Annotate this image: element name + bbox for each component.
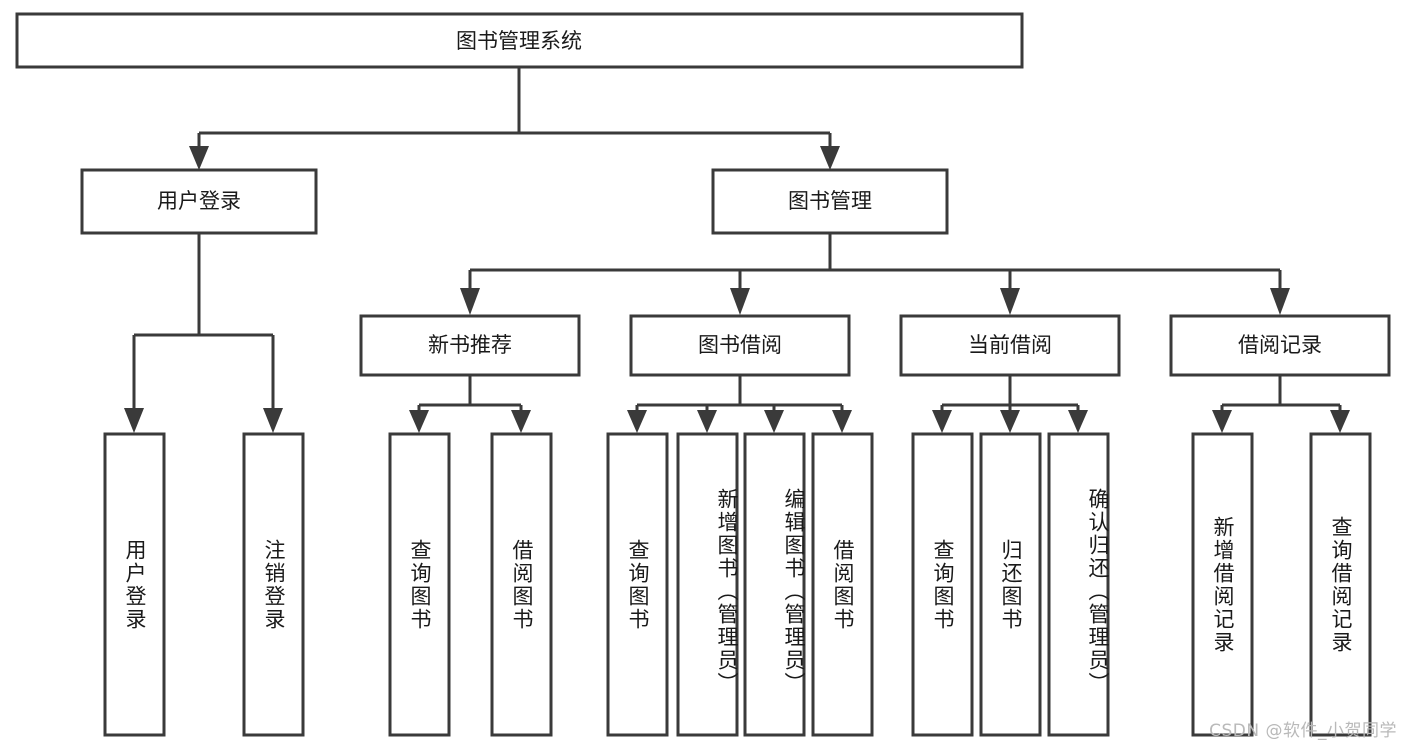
- node-root-box[interactable]: [15, 12, 1024, 69]
- node-user-login[interactable]: 用户登录: [80, 168, 318, 235]
- node-root[interactable]: 图书管理系统: [15, 12, 1024, 69]
- arrow-to-br-leaf-2: [1330, 410, 1350, 433]
- leaf-box-cb-return-book[interactable]: [979, 432, 1042, 737]
- arrow-to-nbr-leaf-2: [511, 410, 531, 433]
- node-book-borrow-label: 图书借阅: [698, 333, 782, 357]
- leaf-box-bb-add-book[interactable]: [676, 432, 739, 737]
- arrow-to-borrow-records: [1270, 288, 1290, 315]
- arrow-to-leaf-logout: [263, 408, 283, 433]
- arrow-to-current-borrow: [1000, 288, 1020, 315]
- connector-group-current-borrow: [932, 375, 1088, 433]
- leaf-box-nbr-query-book[interactable]: [388, 432, 451, 737]
- node-book-management[interactable]: 图书管理: [711, 168, 949, 235]
- arrow-to-bb-leaf-3: [764, 410, 784, 433]
- arrow-to-leaf-user-login: [124, 408, 144, 433]
- node-new-book-recommend-box[interactable]: [359, 314, 581, 377]
- arrow-to-cb-leaf-1: [932, 410, 952, 433]
- leaf-box-bb-edit-book[interactable]: [743, 432, 806, 737]
- arrow-to-cb-leaf-3: [1068, 410, 1088, 433]
- leaf-box-user-login[interactable]: [103, 432, 166, 737]
- leaf-box-cb-query-book[interactable]: [911, 432, 974, 737]
- node-borrow-records[interactable]: 借阅记录: [1169, 314, 1391, 377]
- csdn-watermark: CSDN @软件_小贺同学: [1209, 721, 1397, 741]
- connector-group-root: [189, 67, 840, 170]
- arrow-to-bb-leaf-4: [832, 410, 852, 433]
- arrow-to-br-leaf-1: [1212, 410, 1232, 433]
- node-user-login-box[interactable]: [80, 168, 318, 235]
- node-book-borrow[interactable]: 图书借阅: [629, 314, 851, 377]
- arrow-to-bb-leaf-1: [627, 410, 647, 433]
- arrow-to-bb-leaf-2: [697, 410, 717, 433]
- arrow-to-book-borrow: [730, 288, 750, 315]
- connector-group-book-mgmt: [460, 233, 1290, 315]
- connector-group-user-login: [124, 233, 283, 433]
- node-new-book-recommend-label: 新书推荐: [428, 333, 512, 357]
- node-current-borrow-box[interactable]: [899, 314, 1121, 377]
- node-book-borrow-box[interactable]: [629, 314, 851, 377]
- leaf-box-logout[interactable]: [242, 432, 305, 737]
- node-root-label: 图书管理系统: [456, 29, 582, 53]
- leaf-box-br-add-record[interactable]: [1191, 432, 1254, 737]
- arrow-to-cb-leaf-2: [1000, 410, 1020, 433]
- node-current-borrow-label: 当前借阅: [968, 333, 1052, 357]
- leaf-box-bb-borrow-book[interactable]: [811, 432, 874, 737]
- arrow-to-new-book-recommend: [460, 288, 480, 315]
- node-book-management-label: 图书管理: [788, 189, 872, 213]
- arrow-to-nbr-leaf-1: [409, 410, 429, 433]
- leaf-box-nbr-borrow-book[interactable]: [490, 432, 553, 737]
- node-new-book-recommend[interactable]: 新书推荐: [359, 314, 581, 377]
- node-borrow-records-box[interactable]: [1169, 314, 1391, 377]
- leaf-box-cb-confirm-return[interactable]: [1047, 432, 1110, 737]
- arrow-to-user-login: [189, 146, 209, 170]
- leaf-box-bb-query-book[interactable]: [606, 432, 669, 737]
- node-current-borrow[interactable]: 当前借阅: [899, 314, 1121, 377]
- connector-group-borrow-records: [1212, 375, 1350, 433]
- connector-group-new-book-recommend: [409, 375, 531, 433]
- connector-group-book-borrow: [627, 375, 852, 433]
- arrow-to-book-mgmt: [820, 146, 840, 170]
- leaf-box-br-query-record[interactable]: [1309, 432, 1372, 737]
- node-user-login-label: 用户登录: [157, 189, 241, 213]
- node-book-management-box[interactable]: [711, 168, 949, 235]
- node-borrow-records-label: 借阅记录: [1238, 333, 1322, 357]
